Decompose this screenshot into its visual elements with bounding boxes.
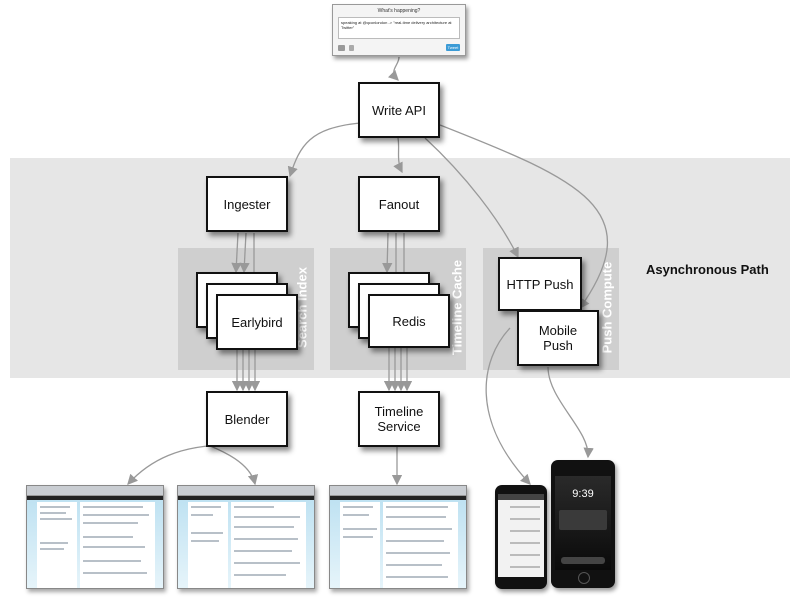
web-client-screenshot-1 xyxy=(26,485,164,589)
ingester-node: Ingester xyxy=(206,176,288,232)
iphone-lockscreen-screenshot: 9:39 xyxy=(551,460,615,588)
camera-icon xyxy=(338,45,345,51)
asynchronous-path-label: Asynchronous Path xyxy=(646,262,769,277)
web-client-screenshot-3 xyxy=(329,485,467,589)
arrow-ingester-earlybird-1 xyxy=(231,232,242,274)
lockscreen-clock: 9:39 xyxy=(572,488,594,500)
location-icon xyxy=(349,45,354,51)
mobile-push-node: Mobile Push xyxy=(517,310,599,366)
arrow-writeapi-to-ingester xyxy=(287,122,361,178)
timeline-service-node: Timeline Service xyxy=(358,391,440,447)
tweet-button: Tweet xyxy=(446,44,460,51)
tweet-text-field: speaking at @qconlondon -> "real-time de… xyxy=(338,17,460,39)
blender-node: Blender xyxy=(206,391,288,447)
tweet-box-title: What's happening? xyxy=(377,8,421,14)
earlybird-node: Earlybird xyxy=(216,294,298,350)
fanout-node: Fanout xyxy=(358,176,440,232)
http-push-node: HTTP Push xyxy=(498,257,582,311)
web-client-screenshot-2 xyxy=(177,485,315,589)
arrow-writeapi-to-fanout xyxy=(393,137,403,174)
arrow-mobilepush-to-phone2 xyxy=(547,366,594,459)
android-phone-screenshot xyxy=(495,485,547,589)
arrow-fanout-redis-1 xyxy=(382,232,393,274)
arrow-blender-to-web1 xyxy=(127,444,229,485)
arrow-ingester-earlybird-2 xyxy=(239,232,250,274)
arrow-writeapi-to-httppush xyxy=(424,137,519,259)
arrow-blender-to-web2 xyxy=(207,444,259,486)
arrow-writeapi-to-mobilepush xyxy=(439,124,609,310)
write-api-node: Write API xyxy=(358,82,440,138)
redis-node: Redis xyxy=(368,294,450,348)
tweet-compose-box: What's happening? speaking at @qconlondo… xyxy=(332,4,466,56)
arrow-httppush-to-phone1 xyxy=(485,327,531,485)
arrow-tweet-to-writeapi xyxy=(387,56,400,81)
